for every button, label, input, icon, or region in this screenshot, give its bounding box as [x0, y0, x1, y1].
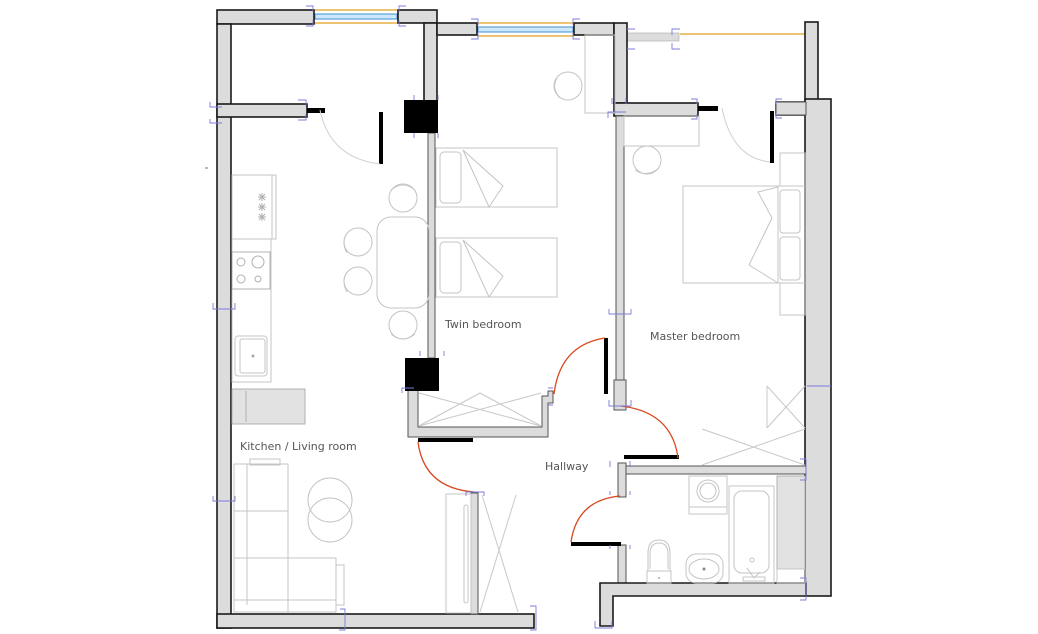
round-tables [307, 477, 353, 543]
master-desk [623, 115, 700, 175]
master-closet [701, 385, 806, 466]
washbasin [685, 553, 724, 584]
double-bed [682, 185, 806, 284]
entrance-door[interactable] [307, 108, 383, 165]
room-label-bedroom-master: Master bedroom [650, 330, 741, 343]
dining-chairs [343, 183, 418, 340]
bathtub [728, 485, 775, 584]
oven-icon [258, 193, 266, 221]
kitchen-counter [231, 174, 277, 383]
walls [216, 9, 832, 629]
bathroom-door[interactable] [570, 495, 621, 546]
twin-bedroom-door[interactable] [553, 337, 608, 395]
room-label-hallway: Hallway [545, 460, 589, 473]
twin-closet [418, 392, 542, 427]
structural-column [405, 358, 439, 391]
room-label-bedroom-twin: Twin bedroom [445, 318, 522, 331]
hall-wardrobe [445, 493, 519, 614]
living-room-door[interactable] [417, 438, 475, 493]
fridge-counter [231, 388, 306, 425]
single-bed-2 [435, 237, 558, 299]
nightstands [779, 152, 806, 316]
structural-column [404, 100, 438, 133]
bath-shelf [776, 475, 806, 570]
bath-shelf [776, 568, 806, 584]
toilet [646, 539, 672, 584]
corner-sofa [233, 458, 345, 613]
window-kitchen [314, 9, 398, 24]
window-twin-bedroom [477, 22, 574, 37]
master-entrance-door[interactable] [698, 101, 807, 163]
twin-desk [553, 34, 616, 114]
kitchen-sink [234, 335, 268, 377]
washing-machine [688, 475, 728, 515]
single-bed-1 [435, 147, 558, 209]
dimension-marks [209, 5, 831, 631]
gas-hob [231, 251, 271, 290]
room-label-kitchen-living: Kitchen / Living room [240, 440, 357, 453]
master-bedroom-door[interactable] [620, 405, 679, 459]
window-master-bedroom [626, 32, 806, 42]
dining-table [376, 216, 430, 309]
stray-mark [205, 167, 208, 169]
